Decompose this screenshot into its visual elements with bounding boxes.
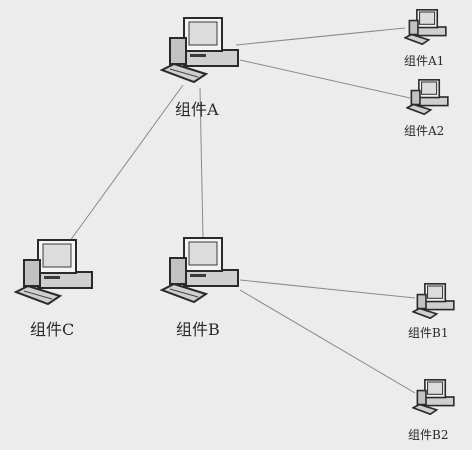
node-c-label: 组件C [30, 320, 75, 339]
edge-b-b1 [239, 279, 416, 299]
node-a [160, 14, 242, 86]
node-b2 [412, 376, 456, 418]
node-b [160, 234, 242, 306]
computer-icon [160, 17, 239, 84]
computer-icon [406, 79, 449, 116]
edge-b-b2 [239, 289, 416, 394]
node-a-label: 组件A [175, 100, 219, 119]
edge-a-a2 [239, 59, 411, 99]
edge-a-c [66, 84, 184, 246]
node-a2 [406, 76, 450, 118]
node-b-label: 组件B [176, 320, 220, 339]
node-b2-label: 组件B2 [408, 428, 449, 442]
node-a2-label: 组件A2 [404, 124, 445, 138]
computer-icon [160, 237, 239, 304]
computer-icon [412, 283, 455, 320]
computer-icon [14, 239, 93, 306]
node-b1 [412, 280, 456, 322]
node-a1-label: 组件A1 [404, 54, 445, 68]
computer-icon [412, 379, 455, 416]
edge-a-b [199, 87, 204, 239]
computer-icon [404, 9, 447, 46]
node-c [14, 236, 96, 308]
node-b1-label: 组件B1 [408, 326, 449, 340]
node-a1 [404, 6, 448, 48]
edge-a-a1 [235, 27, 406, 46]
